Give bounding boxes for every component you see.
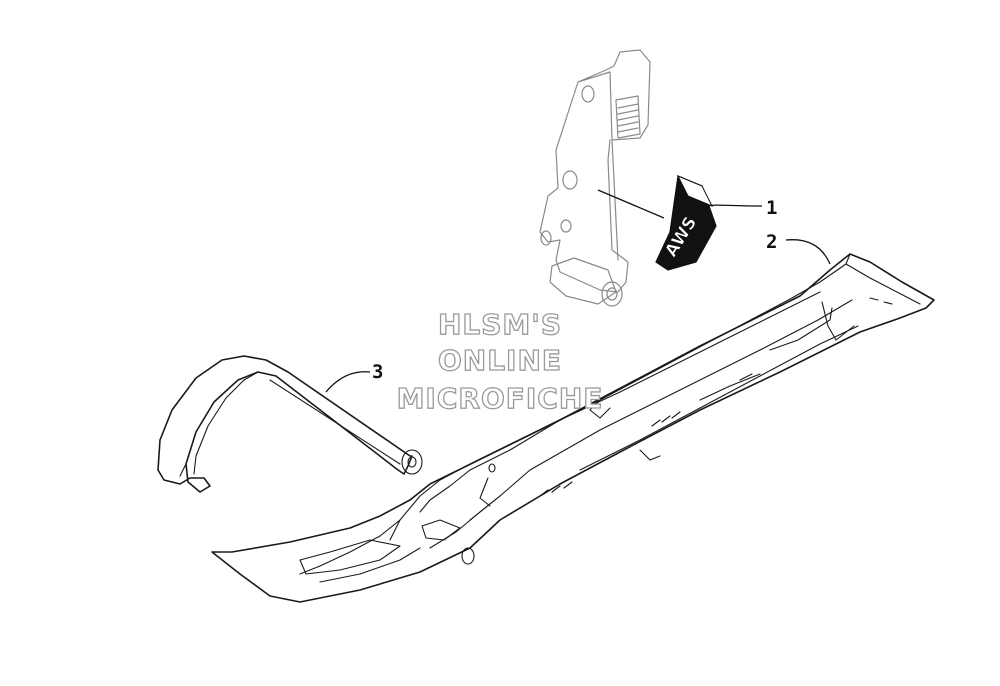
spindle-mount xyxy=(539,49,651,307)
ski-body xyxy=(211,253,935,603)
watermark-line3: MICROFICHE xyxy=(397,382,604,415)
leader-2 xyxy=(785,239,831,265)
leader-1b xyxy=(707,204,763,207)
watermark-line1: HLSM'S xyxy=(438,308,562,341)
callout-3: 3 xyxy=(372,361,383,383)
watermark: HLSM'S ONLINE MICROFICHE xyxy=(396,307,604,415)
callouts: 1 2 3 xyxy=(372,197,777,383)
callout-2: 2 xyxy=(766,231,777,253)
leader-lines xyxy=(325,189,831,393)
leader-3 xyxy=(325,371,371,393)
ski-loop xyxy=(157,355,423,493)
aws-decal: AWS xyxy=(655,175,717,271)
callout-1: 1 xyxy=(766,197,777,219)
watermark-line2: ONLINE xyxy=(438,344,562,377)
leader-1 xyxy=(597,189,665,219)
